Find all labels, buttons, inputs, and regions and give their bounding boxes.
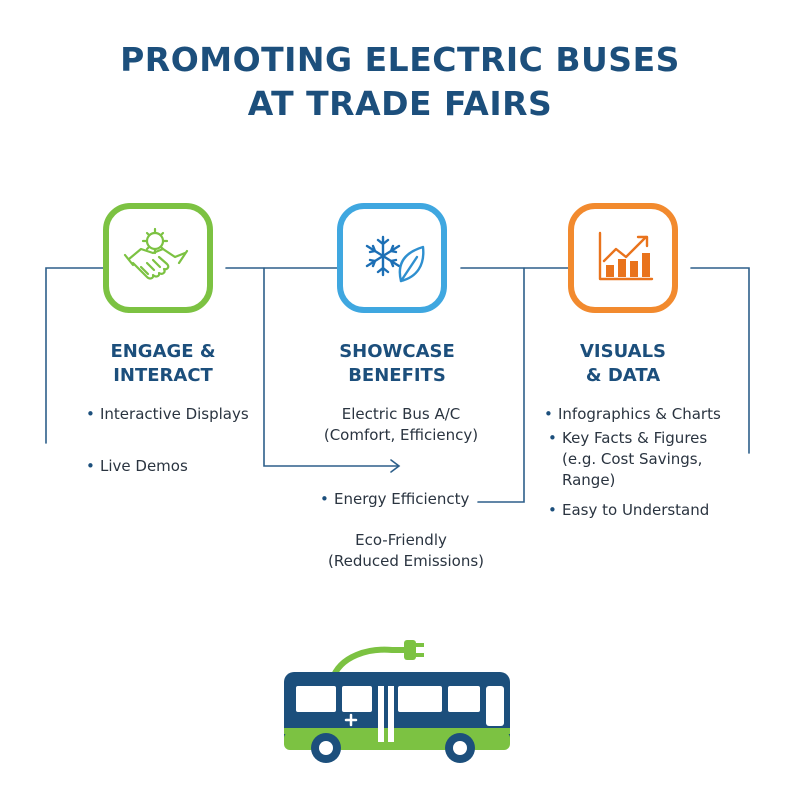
list-item: (Comfort, Efficiency) [323,426,479,444]
connector-left [45,267,104,444]
showcase-heading: SHOWCASE BENEFITS [339,341,455,386]
engage-heading: ENGAGE & INTERACT [110,341,216,386]
showcase-icon-box [337,203,447,313]
list-item: (e.g. Cost Savings, [562,450,703,468]
title-line-1: PROMOTING ELECTRIC BUSES [120,40,680,79]
connector-middle-arrow [263,267,399,467]
page-title: PROMOTING ELECTRIC BUSES AT TRADE FAIRS [0,38,800,126]
list-item: Energy Efficiencty [320,489,469,510]
visuals-heading: VISUALS & DATA [579,341,667,386]
list-item: (Reduced Emissions) [327,552,485,570]
list-item: Live Demos [86,456,188,477]
list-item: Eco-Friendly [355,531,447,549]
list-item: Infographics & Charts [544,404,721,425]
list-item: Interactive Displays [86,404,249,425]
handshake-gear-icon [103,203,213,313]
list-item: Key Facts & Figures [548,428,707,449]
arrow-head [390,459,401,473]
list-item: Electric Bus A/C [341,405,461,423]
engage-icon-box [103,203,213,313]
plug-icon [329,640,424,683]
list-item: Easy to Understand [548,500,709,521]
visuals-icon-box [568,203,678,313]
bar-chart-icon [568,203,678,313]
snowflake-leaf-icon [337,203,447,313]
connector-right [690,267,750,454]
list-item: Range) [562,471,616,489]
electric-bus-icon [284,640,510,763]
connector-energy [477,267,525,503]
title-line-2: AT TRADE FAIRS [247,84,553,123]
